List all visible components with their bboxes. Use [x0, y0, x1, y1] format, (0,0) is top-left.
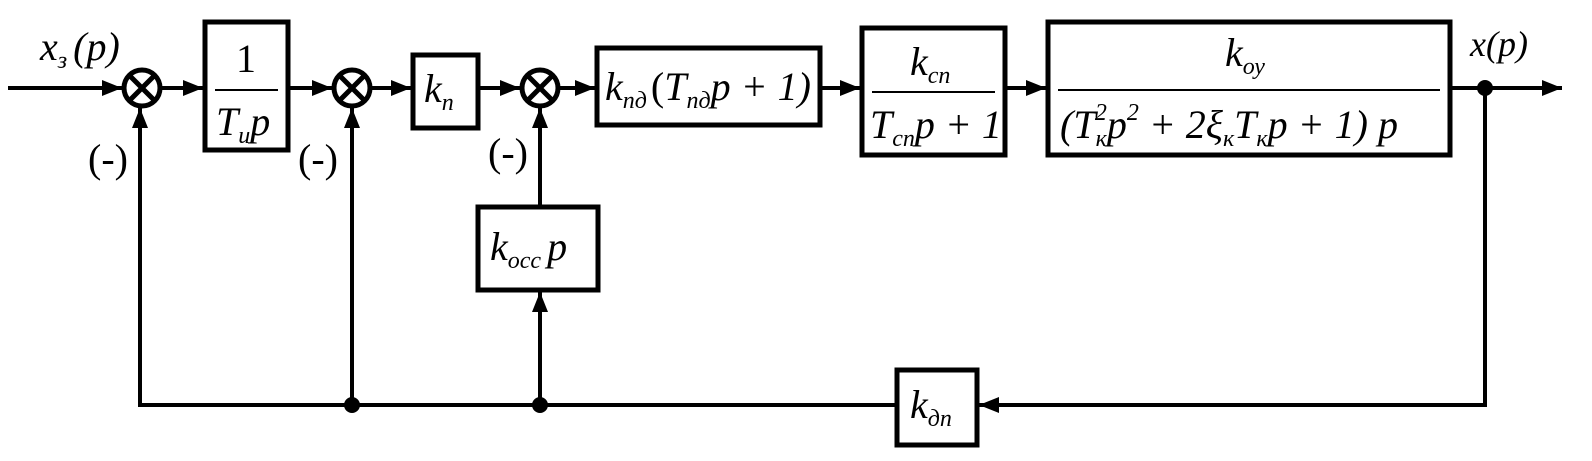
svg-text:kп: kп — [424, 66, 454, 116]
svg-text:Tиp: Tиp — [216, 99, 270, 149]
svg-text:kдп: kдп — [910, 382, 952, 432]
svg-text:kсп: kсп — [910, 39, 950, 89]
feedback-junction-2 — [532, 397, 548, 413]
output-junction — [1477, 80, 1493, 96]
proportional-gain-block: kп — [410, 52, 481, 131]
feedback-junction-1 — [344, 397, 360, 413]
summing-junction-2 — [331, 67, 373, 109]
svg-text:1: 1 — [236, 36, 256, 81]
summing-junction-1 — [121, 67, 163, 109]
signal-lines — [8, 80, 1562, 413]
svg-text:kоу: kоу — [1225, 30, 1265, 80]
summing-junction-3 — [519, 67, 561, 109]
integrator-block: 1 Tиp — [202, 19, 291, 153]
minus-sign-2: (-) — [298, 136, 338, 181]
servo-drive-block: kсп Tспp + 1 — [859, 25, 1008, 158]
input-label: xз(p) — [39, 24, 120, 74]
minus-sign-3: (-) — [488, 130, 528, 175]
svg-text:kпд(Tпдp + 1): kпд(Tпдp + 1) — [605, 64, 811, 114]
output-label: x(p) — [1469, 24, 1528, 64]
pd-controller-block: kпд(Tпдp + 1) — [594, 45, 823, 128]
sensor-gain-block: kдп — [894, 367, 980, 448]
plant-block: kоу (Tк2p2 + 2ξкTкp + 1) p — [1045, 19, 1453, 158]
svg-text:Tспp + 1: Tспp + 1 — [870, 102, 1002, 152]
svg-text:(Tк2p2 + 2ξкTкp + 1) p: (Tк2p2 + 2ξкTкp + 1) p — [1060, 100, 1398, 152]
minus-sign-1: (-) — [88, 136, 128, 181]
